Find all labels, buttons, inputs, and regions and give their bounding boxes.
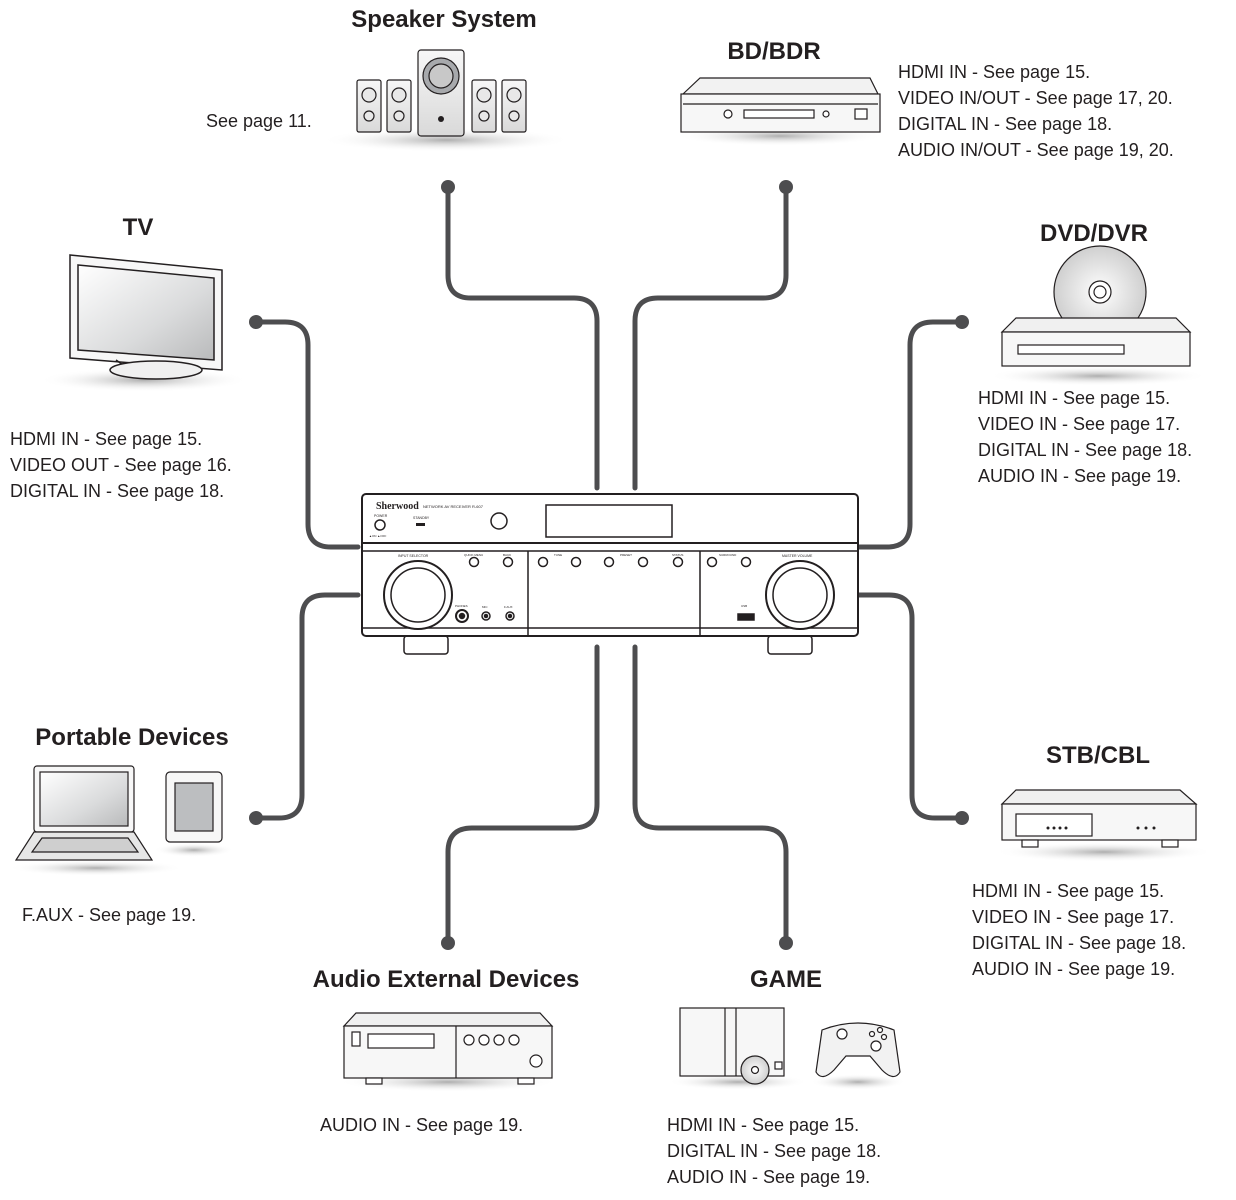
speaker-connection-line [445,184,600,491]
receiver-model: NETWORK AV RECEIVER R-607 [423,504,484,509]
tv-info-line-digital: DIGITAL IN - See page 18. [10,481,225,501]
audio-endpoint-dot [441,936,455,950]
stb-info-line-hdmi: HDMI IN - See page 15. [972,881,1165,901]
quick-menu-label: QUICK MENU [464,553,483,557]
dvd-info-line-video: VIDEO IN - See page 17. [978,414,1181,434]
audio-info-line: AUDIO IN - See page 19. [320,1115,524,1135]
tv-info-line-hdmi: HDMI IN - See page 15. [10,429,203,449]
audio-device-illustration [338,1012,558,1092]
phones-label: PHONES [455,604,468,608]
dvd-info-line-hdmi: HDMI IN - See page 15. [978,388,1171,408]
av-receiver-illustration: Sherwood NETWORK AV RECEIVER R-607 POWER… [361,493,859,655]
tv-info-line-video: VIDEO OUT - See page 16. [10,455,232,475]
stb-cbl-info: HDMI IN - See page 15. VIDEO IN - See pa… [972,878,1186,982]
dvd-dvr-info: HDMI IN - See page 15. VIDEO IN - See pa… [978,385,1192,489]
connection-endpoints [249,180,969,950]
portable-devices-title: Portable Devices [35,724,229,751]
speaker-system-title: Speaker System [351,6,537,33]
speaker-system-info: See page 11. [206,108,312,134]
dvd-dvr-title: DVD/DVR [1039,220,1149,247]
portable-endpoint-dot [249,811,263,825]
tv-info: HDMI IN - See page 15. VIDEO OUT - See p… [10,426,232,504]
bd-bdr-info: HDMI IN - See page 15. VIDEO IN/OUT - Se… [898,59,1174,163]
bd-info-line-audio: AUDIO IN/OUT - See page 19, 20. [898,140,1174,160]
usb-port-icon [737,613,755,621]
tv-title: TV [122,214,154,241]
bd-connection-line [632,184,789,491]
game-info-line-hdmi: HDMI IN - See page 15. [667,1115,860,1135]
back-label: BACK [503,553,511,557]
game-endpoint-dot [779,936,793,950]
stb-info-line-video: VIDEO IN - See page 17. [972,907,1175,927]
audio-external-devices-info: AUDIO IN - See page 19. [320,1112,523,1138]
stb-endpoint-dot [955,811,969,825]
surround-label: SURROUND [719,553,737,557]
game-connection-line [632,644,789,946]
stb-cbl-title: STB/CBL [1046,742,1150,769]
audio-external-devices-title: Audio External Devices [312,966,580,993]
dvd-info-line-digital: DIGITAL IN - See page 18. [978,440,1193,460]
bd-player-illustration [675,77,885,146]
speaker-info-line: See page 11. [206,111,312,131]
receiver-display [545,504,673,538]
tune-label: TUNE [554,553,562,557]
portable-info-line: F.AUX - See page 19. [22,905,197,925]
bd-info-line-hdmi: HDMI IN - See page 15. [898,62,1091,82]
preset-label: PRESET [620,553,632,557]
sensor-icon [490,512,508,530]
dvd-player-illustration [988,245,1208,386]
master-volume-label: MASTER VOLUME [782,554,813,558]
bd-bdr-title: BD/BDR [727,38,821,65]
tv-endpoint-dot [249,315,263,329]
tv-connection-line [253,319,361,550]
status-label: STATUS [672,553,683,557]
speaker-endpoint-dot [441,180,455,194]
portable-devices-info: F.AUX - See page 19. [22,902,196,928]
power-button-icon [374,519,386,531]
connection-lines [253,184,965,946]
game-console-illustration [668,1007,906,1090]
portable-devices-illustration [8,765,234,876]
mic-label: MIC [482,605,488,609]
speaker-system-illustration [321,49,571,152]
dvd-endpoint-dot [955,315,969,329]
bd-info-line-video: VIDEO IN/OUT - See page 17, 20. [898,88,1173,108]
power-label: POWER [374,514,388,518]
audio-connection-line [445,644,600,946]
dvd-info-line-audio: AUDIO IN - See page 19. [978,466,1182,486]
bd-endpoint-dot [779,180,793,194]
dvd-connection-line [855,319,965,550]
stb-info-line-audio: AUDIO IN - See page 19. [972,959,1176,979]
faux-label: F.AUX [504,605,513,609]
game-info: HDMI IN - See page 15. DIGITAL IN - See … [667,1112,881,1190]
bd-info-line-digital: DIGITAL IN - See page 18. [898,114,1113,134]
stb-connection-line [855,592,965,821]
usb-label: USB [741,604,747,608]
portable-connection-line [253,592,361,821]
game-title: GAME [750,966,822,993]
input-selector-label: INPUT SELECTOR [398,554,429,558]
standby-label: STANDBY [413,516,430,520]
tv-illustration [39,254,249,392]
stb-box-illustration [994,789,1214,862]
stb-info-line-digital: DIGITAL IN - See page 18. [972,933,1187,953]
game-info-line-digital: DIGITAL IN - See page 18. [667,1141,882,1161]
power-states-label: ▲ON ▲OFF [369,534,386,538]
receiver-brand: Sherwood [376,501,419,512]
game-info-line-audio: AUDIO IN - See page 19. [667,1167,871,1187]
